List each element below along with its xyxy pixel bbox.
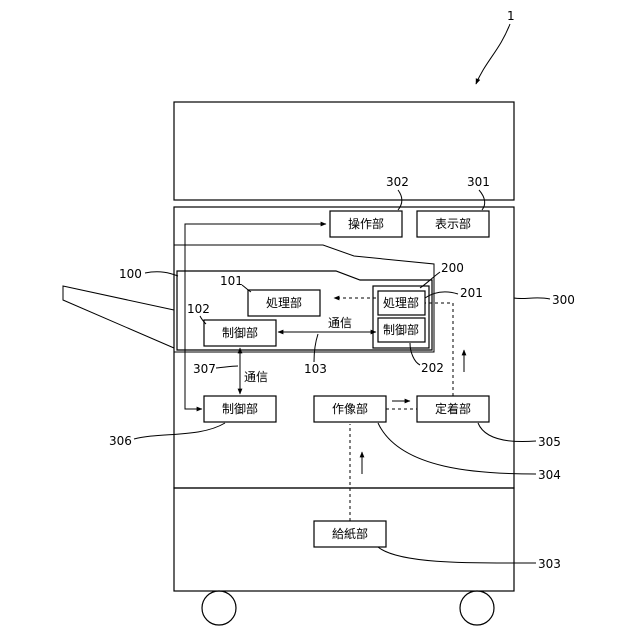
leader-202	[410, 343, 420, 365]
ref-305: 305	[538, 435, 561, 449]
communication-103-label: 通信	[328, 316, 352, 330]
ref-100: 100	[119, 267, 142, 281]
processing-101-label: 処理部	[266, 295, 302, 310]
ref-103: 103	[304, 362, 327, 376]
leader-101	[242, 285, 251, 292]
ref-200: 200	[441, 261, 464, 275]
control-202-label: 制御部	[383, 322, 419, 337]
fixing-label: 定着部	[435, 401, 471, 416]
ref-202: 202	[421, 361, 444, 375]
leader-307	[216, 366, 238, 368]
ref-201: 201	[460, 286, 483, 300]
communication-307-label: 通信	[244, 370, 268, 384]
ref-306: 306	[109, 434, 132, 448]
ref-101: 101	[220, 274, 243, 288]
display-panel-label: 表示部	[435, 216, 471, 231]
ref-302: 302	[386, 175, 409, 189]
leader-305	[478, 423, 536, 442]
leader-100	[145, 272, 178, 276]
scanner-unit	[174, 102, 514, 200]
ref-102: 102	[187, 302, 210, 316]
leader-303	[378, 547, 536, 563]
imaging-label: 作像部	[332, 401, 368, 416]
leader-201	[425, 292, 458, 298]
main-body	[174, 207, 514, 488]
figure-pointer-arrow	[476, 24, 510, 84]
output-tray	[63, 286, 174, 348]
ref-301: 301	[467, 175, 490, 189]
figure-number: 1	[507, 9, 515, 23]
operation-panel-label: 操作部	[348, 216, 384, 231]
wheel-right	[460, 591, 494, 625]
wheel-left	[202, 591, 236, 625]
paper-feed-label: 給紙部	[332, 526, 368, 541]
leader-300	[514, 298, 550, 299]
leader-306	[134, 423, 225, 439]
leader-103	[314, 334, 318, 362]
leader-304	[378, 423, 536, 474]
control-102-label: 制御部	[222, 325, 258, 340]
ref-300: 300	[552, 293, 575, 307]
ref-304: 304	[538, 468, 561, 482]
processing-201-label: 処理部	[383, 295, 419, 310]
ref-303: 303	[538, 557, 561, 571]
ref-307: 307	[193, 362, 216, 376]
control-306-label: 制御部	[222, 401, 258, 416]
